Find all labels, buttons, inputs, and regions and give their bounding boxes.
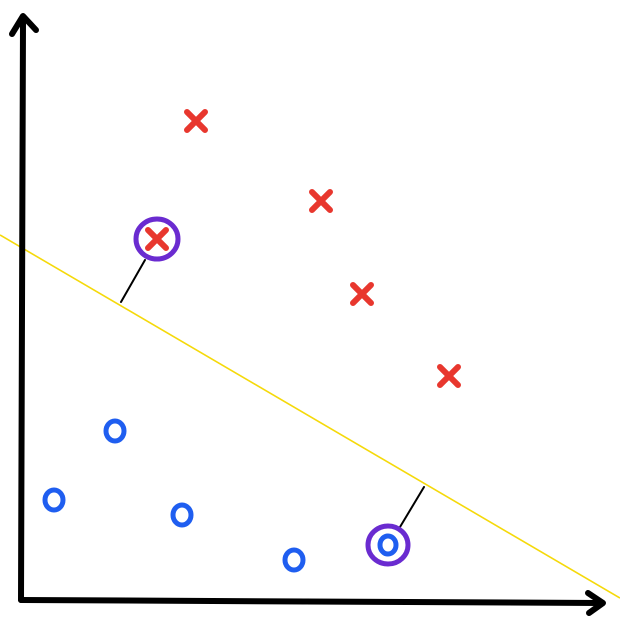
support-vector-x-point	[145, 227, 169, 251]
cross-mark-icon	[145, 227, 169, 251]
support-vector-ring-o	[365, 523, 411, 567]
axes	[9, 13, 606, 616]
o-point-3	[170, 502, 194, 528]
cross-mark-icon	[350, 282, 374, 306]
x-axis-line	[18, 597, 603, 606]
class-x-points	[145, 109, 461, 388]
o-point-2	[42, 487, 66, 513]
o-point-1	[103, 418, 127, 444]
support-vector-o-point	[377, 533, 399, 557]
decision-boundary-line	[0, 234, 620, 599]
margin-connector-line-1	[120, 259, 146, 303]
x-point-2	[309, 189, 333, 213]
cross-mark-icon	[437, 364, 461, 388]
x-axis-arrowhead-icon	[585, 590, 606, 616]
margin-connector-line-2	[399, 486, 425, 528]
support-vector-ring-x	[133, 216, 181, 262]
cross-mark-icon	[184, 109, 208, 133]
y-axis-line	[18, 19, 26, 603]
x-point-4	[437, 364, 461, 388]
o-point-4	[282, 547, 306, 573]
class-o-points	[42, 418, 399, 573]
margin-connectors	[120, 259, 425, 528]
y-axis-arrowhead-icon	[9, 13, 39, 37]
x-point-3	[350, 282, 374, 306]
cross-mark-icon	[309, 189, 333, 213]
x-point-1	[184, 109, 208, 133]
support-vector-rings	[133, 216, 411, 567]
